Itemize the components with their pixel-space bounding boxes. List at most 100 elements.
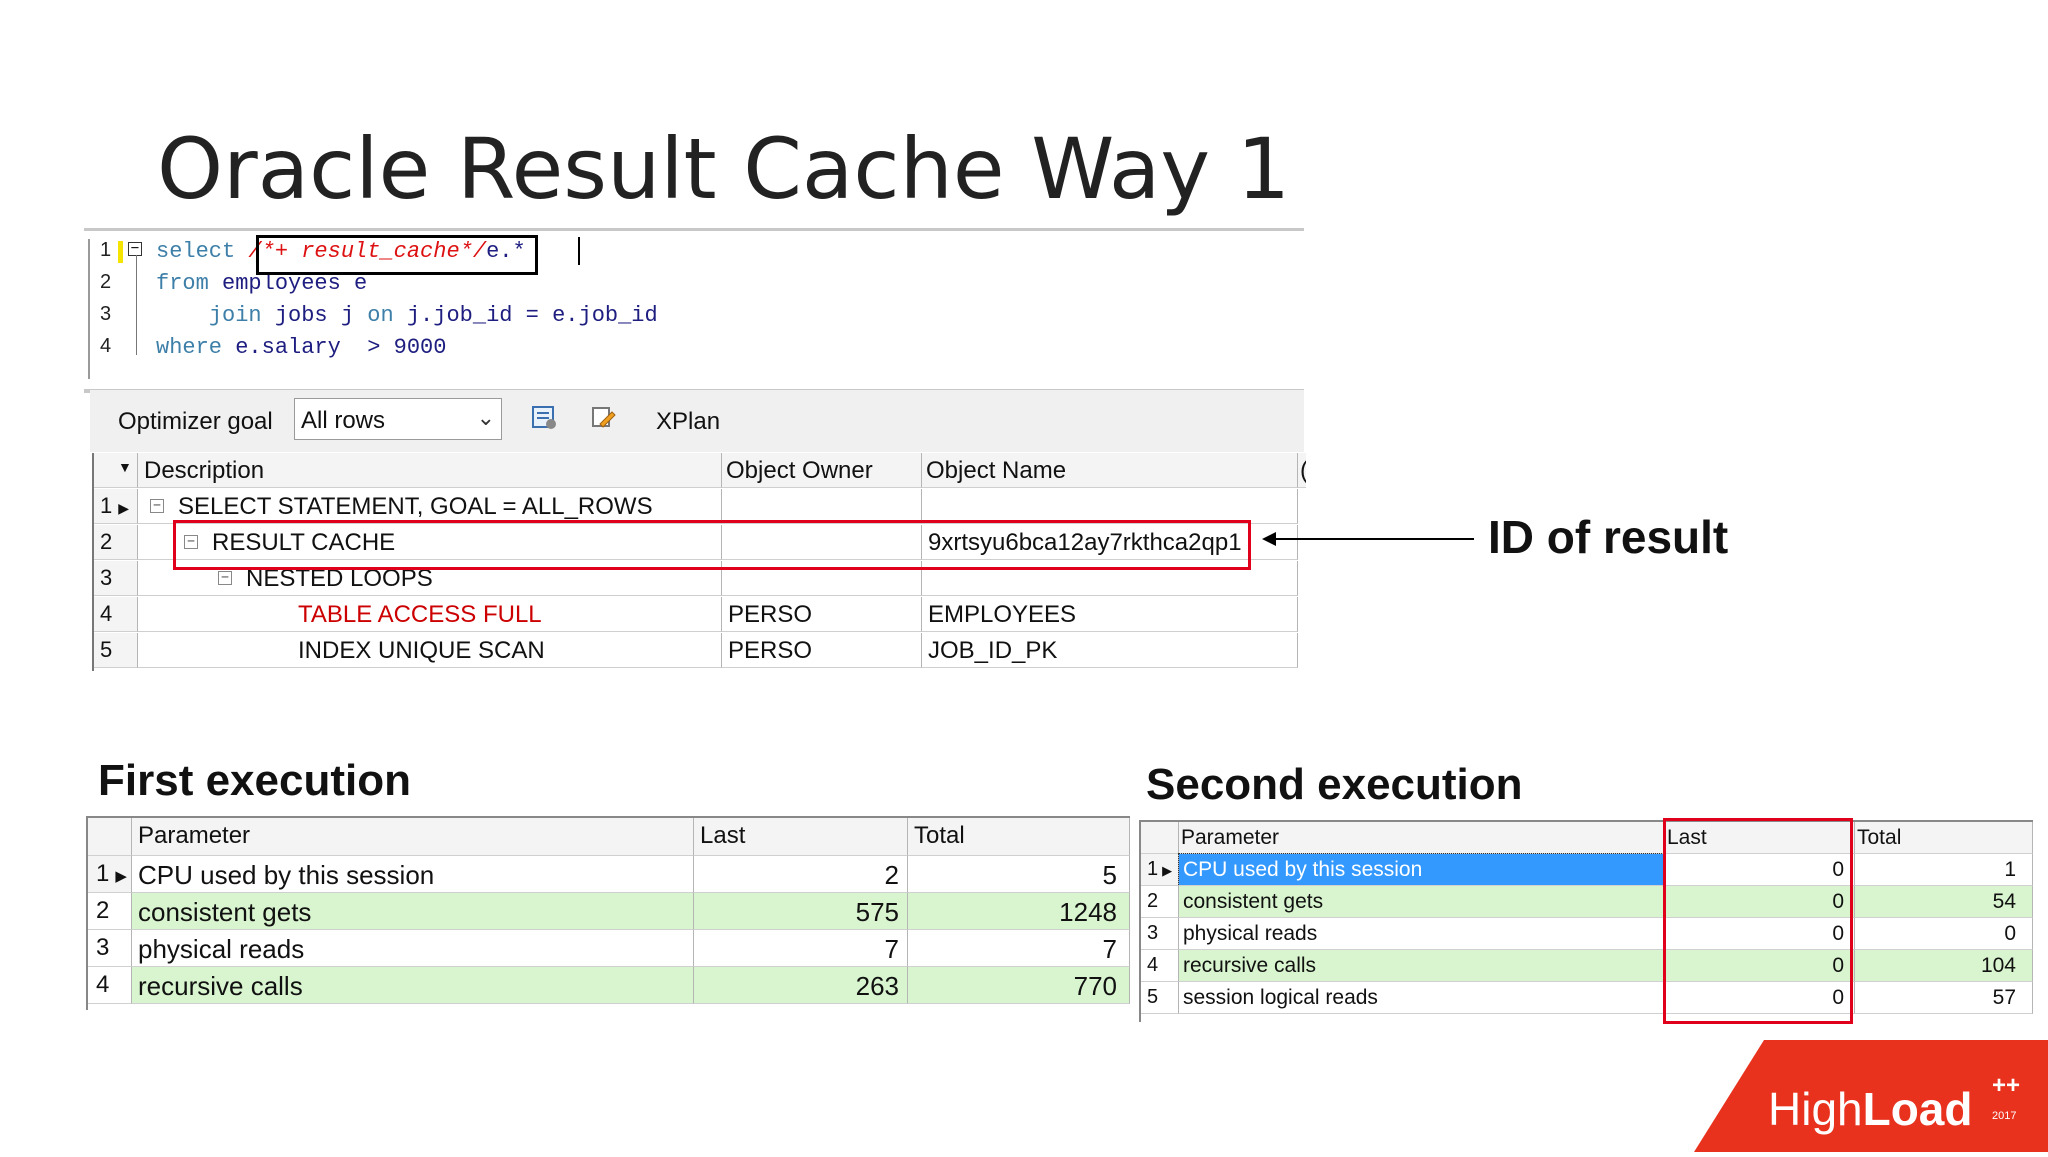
optimizer-goal-select[interactable]: All rows ⌄ bbox=[294, 398, 502, 440]
total-cell: 7 bbox=[908, 930, 1130, 967]
column-header-description[interactable]: Description bbox=[138, 453, 722, 488]
parameter-cell: recursive calls bbox=[132, 967, 694, 1004]
optimizer-goal-value: All rows bbox=[301, 407, 386, 434]
parameter-cell-selected: CPU used by this session bbox=[1178, 853, 1666, 887]
last-column-highlight-box bbox=[1663, 818, 1853, 1024]
table-row[interactable]: 3 physical reads 0 0 bbox=[1141, 918, 2033, 950]
current-row-icon: ▶ bbox=[115, 868, 127, 885]
table-row[interactable]: 5 session logical reads 0 57 bbox=[1141, 982, 2033, 1014]
keyword: where bbox=[156, 335, 223, 360]
table-row[interactable]: 1▶ CPU used by this session 0 1 bbox=[1141, 853, 2033, 887]
parameter-cell: session logical reads bbox=[1179, 982, 1665, 1014]
row-number: 1▶ bbox=[88, 856, 132, 893]
row-number[interactable]: 1▶ bbox=[94, 489, 138, 524]
row-number: 1▶ bbox=[1141, 854, 1179, 886]
total-cell: 1 bbox=[1855, 854, 2033, 886]
line-number: 4 bbox=[100, 335, 112, 357]
last-cell: 2 bbox=[694, 856, 908, 893]
row-number: 2 bbox=[88, 893, 132, 930]
line-number: 1 bbox=[100, 239, 112, 261]
line-number: 2 bbox=[100, 271, 112, 293]
modified-line-marker bbox=[118, 241, 123, 263]
column-header-object-owner[interactable]: Object Owner bbox=[722, 453, 922, 488]
space bbox=[235, 239, 248, 264]
annotation-label: ID of result bbox=[1488, 511, 1729, 563]
logo-text-bold: Load bbox=[1862, 1083, 1973, 1135]
line-number: 3 bbox=[100, 303, 112, 325]
result-cache-highlight-box bbox=[173, 520, 1251, 570]
first-execution-title: First execution bbox=[98, 756, 411, 805]
column-header-truncated[interactable]: ( bbox=[1298, 453, 1306, 488]
xplan-button[interactable]: XPlan bbox=[656, 408, 721, 435]
slide-title: Oracle Result Cache Way 1 bbox=[157, 120, 1291, 218]
edit-icon[interactable] bbox=[590, 404, 618, 432]
parameter-cell: consistent gets bbox=[1179, 886, 1665, 918]
table-header-row: Parameter Last Total bbox=[88, 818, 1130, 856]
last-cell: 0 bbox=[1665, 854, 1855, 886]
plan-toolbar: Optimizer goal All rows ⌄ XPlan bbox=[90, 390, 1304, 452]
total-cell: 1248 bbox=[908, 893, 1130, 930]
row-number[interactable]: 3 bbox=[94, 561, 138, 596]
column-header-last[interactable]: Last bbox=[1665, 822, 1855, 854]
plan-row-2-description[interactable]: − RESULT CACHE bbox=[138, 525, 722, 560]
total-cell: 57 bbox=[1855, 982, 2033, 1014]
collapse-icon[interactable]: − bbox=[184, 535, 198, 549]
table-header-row: Parameter Last Total bbox=[1141, 822, 2033, 854]
header-corner bbox=[88, 818, 132, 856]
annotation-arrow-line bbox=[1264, 538, 1474, 540]
row-number: 5 bbox=[1141, 982, 1179, 1014]
table-row[interactable]: 4 recursive calls 0 104 bbox=[1141, 950, 2033, 982]
logo-text-light: High bbox=[1768, 1083, 1863, 1135]
plan-row-3-owner bbox=[722, 561, 922, 596]
keyword: from bbox=[156, 271, 209, 296]
plan-row-4-description[interactable]: TABLE ACCESS FULL bbox=[138, 597, 722, 632]
row-number[interactable]: 4 bbox=[94, 597, 138, 632]
column-header-total[interactable]: Total bbox=[908, 818, 1130, 856]
keyword: join bbox=[208, 303, 262, 328]
column-header-total[interactable]: Total bbox=[1855, 822, 2033, 854]
column-header-last[interactable]: Last bbox=[694, 818, 908, 856]
code-text: e.* bbox=[486, 239, 526, 264]
last-cell: 0 bbox=[1665, 950, 1855, 982]
row-number[interactable]: 2 bbox=[94, 525, 138, 560]
sql-editor[interactable]: 1 − select /*+ result_cache*/e.* 2 from … bbox=[84, 228, 1304, 393]
code-text: jobs j bbox=[261, 303, 368, 328]
column-header-parameter[interactable]: Parameter bbox=[1179, 822, 1665, 854]
plan-row-1-description[interactable]: − SELECT STATEMENT, GOAL = ALL_ROWS bbox=[138, 489, 722, 524]
row-number-text: 1 bbox=[96, 860, 110, 887]
table-row[interactable]: 2 consistent gets 575 1248 bbox=[88, 893, 1130, 930]
table-row[interactable]: 3 physical reads 7 7 bbox=[88, 930, 1130, 967]
fold-toggle-icon[interactable]: − bbox=[128, 241, 142, 256]
table-row[interactable]: 4 recursive calls 263 770 bbox=[88, 967, 1130, 1004]
row-number[interactable]: 5 bbox=[94, 633, 138, 668]
sort-column-header[interactable]: ▼ bbox=[94, 453, 138, 488]
total-cell: 54 bbox=[1855, 886, 2033, 918]
column-header-parameter[interactable]: Parameter bbox=[132, 818, 694, 856]
total-cell: 5 bbox=[908, 856, 1130, 893]
explain-settings-icon[interactable] bbox=[530, 404, 558, 432]
row-number-text: 1 bbox=[1147, 858, 1159, 880]
editor-gutter-border bbox=[88, 239, 90, 379]
column-header-object-name[interactable]: Object Name bbox=[922, 453, 1298, 488]
second-execution-stats-table: Parameter Last Total 1▶ CPU used by this… bbox=[1139, 820, 2033, 1022]
plan-row-4-owner: PERSO bbox=[722, 597, 922, 632]
last-cell: 0 bbox=[1665, 918, 1855, 950]
plan-row-5-name: JOB_ID_PK bbox=[922, 633, 1298, 668]
plan-row-1-name bbox=[922, 489, 1298, 524]
operation-text: TABLE ACCESS FULL bbox=[298, 601, 542, 628]
chevron-down-icon: ⌄ bbox=[476, 405, 495, 430]
row-number: 3 bbox=[1141, 918, 1179, 950]
parameter-cell: recursive calls bbox=[1179, 950, 1665, 982]
collapse-icon[interactable]: − bbox=[150, 499, 164, 513]
row-number: 4 bbox=[88, 967, 132, 1004]
last-cell: 575 bbox=[694, 893, 908, 930]
collapse-icon[interactable]: − bbox=[218, 571, 232, 585]
plan-row-5-description[interactable]: INDEX UNIQUE SCAN bbox=[138, 633, 722, 668]
table-row[interactable]: 1▶ CPU used by this session 2 5 bbox=[88, 856, 1130, 893]
code-text: e.salary > 9000 bbox=[222, 335, 447, 360]
keyword: on bbox=[367, 303, 394, 328]
plan-row-1-owner bbox=[722, 489, 922, 524]
operation-text: SELECT STATEMENT, GOAL = ALL_ROWS bbox=[178, 493, 653, 520]
first-execution-stats-table: Parameter Last Total 1▶ CPU used by this… bbox=[86, 816, 1130, 1010]
table-row[interactable]: 2 consistent gets 0 54 bbox=[1141, 886, 2033, 918]
